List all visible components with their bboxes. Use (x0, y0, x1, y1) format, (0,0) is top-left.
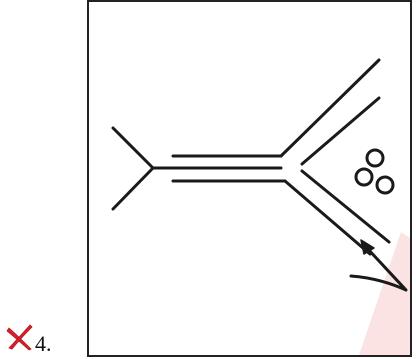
item-number-label: 4. (35, 331, 52, 356)
bond-methyl-upper (111, 126, 155, 170)
orbital-lobe-right (375, 175, 395, 195)
red-x-icon (6, 323, 34, 351)
bond-upper-inner (300, 96, 381, 166)
bond-methyl-lower (111, 166, 155, 211)
watermark-shape (359, 232, 410, 355)
orbital-lobe-top (365, 148, 385, 168)
bond-upper-outer (279, 58, 381, 158)
curved-arrow-head (360, 239, 375, 255)
curved-arrow-path (349, 246, 408, 292)
structure-drawing (111, 58, 410, 355)
mechanism-diagram (87, 0, 412, 357)
bond-lower-outer (283, 179, 372, 256)
orbital-lobe-left (354, 167, 374, 187)
bond-lower-inner (300, 169, 391, 244)
